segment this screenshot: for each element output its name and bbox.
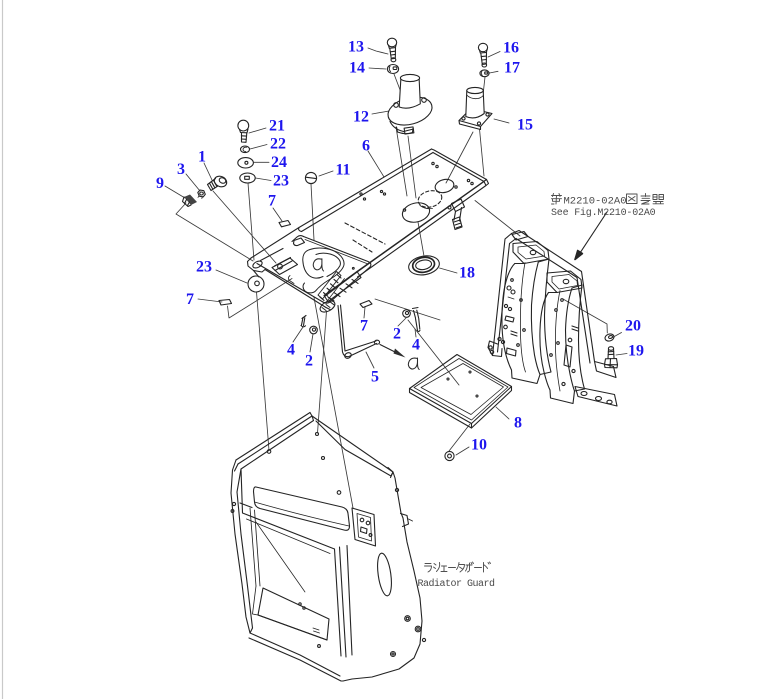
- svg-text:4: 4: [287, 342, 295, 359]
- svg-text:11: 11: [335, 162, 350, 179]
- svg-text:4: 4: [412, 337, 420, 354]
- svg-text:16: 16: [503, 40, 519, 57]
- svg-text:9: 9: [156, 175, 164, 192]
- svg-text:14: 14: [349, 60, 365, 77]
- svg-text:7: 7: [268, 193, 276, 210]
- svg-text:23: 23: [196, 259, 212, 276]
- svg-text:17: 17: [504, 60, 520, 77]
- svg-text:3: 3: [177, 161, 185, 178]
- svg-text:13: 13: [348, 39, 364, 56]
- svg-text:24: 24: [271, 154, 287, 171]
- svg-text:1: 1: [198, 149, 206, 166]
- svg-text:19: 19: [628, 343, 644, 360]
- svg-text:10: 10: [471, 437, 487, 454]
- svg-text:6: 6: [362, 138, 370, 155]
- svg-text:18: 18: [459, 265, 475, 282]
- svg-text:8: 8: [514, 415, 522, 432]
- svg-text:2: 2: [305, 353, 313, 370]
- svg-text:12: 12: [353, 109, 369, 126]
- svg-text:7: 7: [360, 318, 368, 335]
- svg-text:M2210-02A0: M2210-02A0: [564, 196, 627, 208]
- svg-text:15: 15: [517, 117, 533, 134]
- svg-text:22: 22: [270, 136, 286, 153]
- svg-text:21: 21: [269, 118, 285, 135]
- svg-text:23: 23: [273, 173, 289, 190]
- svg-text:7: 7: [186, 291, 194, 308]
- svg-text:20: 20: [625, 318, 641, 335]
- svg-text:Radiator Guard: Radiator Guard: [418, 578, 496, 590]
- svg-text:5: 5: [371, 369, 379, 386]
- svg-text:See Fig.M2210-02A0: See Fig.M2210-02A0: [551, 207, 656, 219]
- svg-text:2: 2: [393, 326, 401, 343]
